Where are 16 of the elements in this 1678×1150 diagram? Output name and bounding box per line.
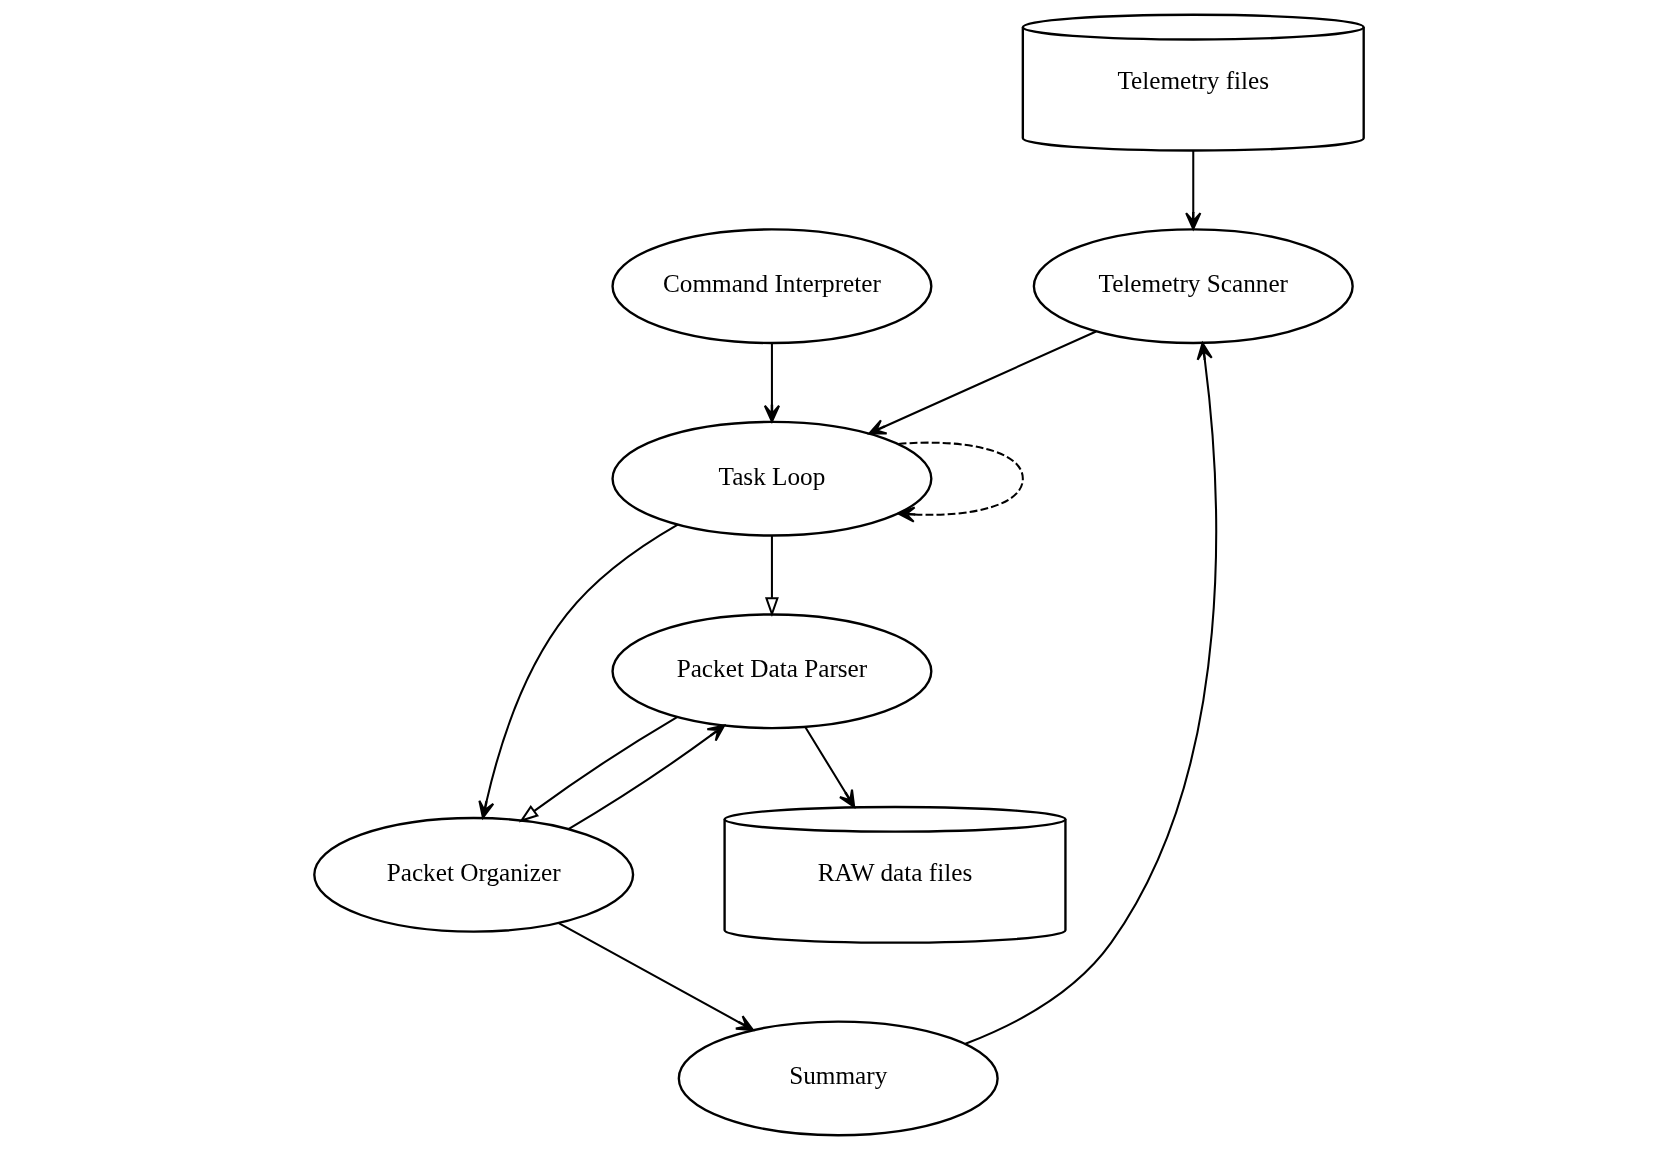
- arrow: [965, 342, 1218, 1045]
- arrow: [558, 922, 755, 1032]
- arrow: [868, 330, 1097, 435]
- node-ellipse: Packet Data Parser: [611, 613, 933, 730]
- node-ellipse: Command Interpreter: [611, 228, 933, 345]
- arrow: [897, 441, 1024, 523]
- arrow: [518, 716, 678, 823]
- arrow: [1185, 150, 1202, 230]
- arrow: [804, 726, 856, 808]
- node-ellipse: Summary: [677, 1020, 999, 1137]
- arrow: [478, 523, 679, 819]
- arrow: [764, 535, 779, 618]
- node-ellipse: Packet Organizer: [313, 816, 635, 933]
- node-ellipse: Telemetry Scanner: [1032, 228, 1354, 345]
- arrow: [763, 343, 781, 423]
- arrow: [567, 724, 726, 830]
